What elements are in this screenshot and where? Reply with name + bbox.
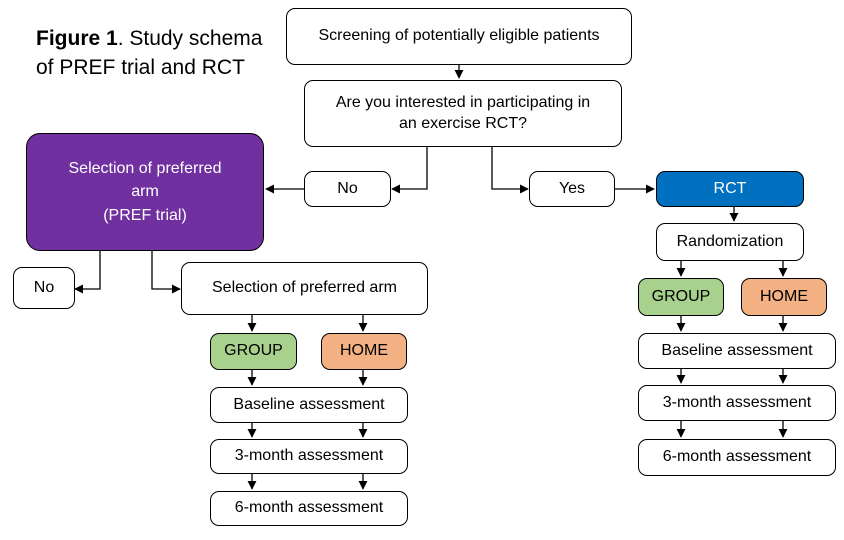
figure-caption: Figure 1. Study schema of PREF trial and… bbox=[36, 24, 286, 83]
pref-no-box: No bbox=[13, 267, 75, 309]
pref-group-label: GROUP bbox=[224, 342, 283, 360]
pref-no-label: No bbox=[33, 278, 55, 296]
figure-title-line1: . Study schema bbox=[117, 27, 263, 50]
pref-group-box: GROUP bbox=[210, 333, 297, 370]
pref-6month-label: 6-month assessment bbox=[234, 499, 384, 517]
pref-trial-line3: (PREF trial) bbox=[103, 206, 187, 224]
rct-home-box: HOME bbox=[741, 278, 827, 316]
rct-box: RCT bbox=[656, 171, 804, 207]
arrow-question-to-yes bbox=[491, 147, 529, 194]
question-box: Are you interested in participating in a… bbox=[304, 80, 622, 147]
pref-select-label: Selection of preferred arm bbox=[212, 279, 397, 297]
rct-baseline-box: Baseline assessment bbox=[638, 333, 836, 369]
pref-baseline-label: Baseline assessment bbox=[233, 395, 385, 413]
rct-home-label: HOME bbox=[760, 287, 808, 305]
question-line2: an exercise RCT? bbox=[398, 114, 528, 132]
pref-select-box: Selection of preferred arm bbox=[181, 262, 428, 315]
pref-3month-box: 3-month assessment bbox=[210, 439, 408, 474]
answer-yes-label: Yes bbox=[558, 179, 586, 197]
screening-label: Screening of potentially eligible patien… bbox=[318, 27, 600, 45]
rct-baseline-label: Baseline assessment bbox=[661, 341, 813, 359]
rct-6month-box: 6-month assessment bbox=[638, 439, 836, 476]
randomization-box: Randomization bbox=[656, 223, 804, 261]
pref-trial-box: Selection of preferred arm (PREF trial) bbox=[26, 133, 264, 251]
pref-trial-line2: arm bbox=[131, 183, 159, 201]
pref-3month-label: 3-month assessment bbox=[234, 447, 384, 465]
answer-yes-box: Yes bbox=[529, 171, 615, 207]
figure-label: Figure 1 bbox=[36, 27, 118, 50]
pref-home-label: HOME bbox=[340, 342, 388, 360]
arrow-question-to-no bbox=[391, 147, 428, 194]
rct-label: RCT bbox=[713, 179, 747, 197]
screening-box: Screening of potentially eligible patien… bbox=[286, 8, 632, 65]
pref-home-box: HOME bbox=[321, 333, 407, 370]
rct-6month-label: 6-month assessment bbox=[662, 448, 812, 466]
rct-group-label: GROUP bbox=[651, 287, 711, 305]
rct-3month-box: 3-month assessment bbox=[638, 385, 836, 421]
rct-group-box: GROUP bbox=[638, 278, 724, 316]
arrow-pref-to-select bbox=[151, 251, 181, 294]
answer-no-label: No bbox=[337, 179, 358, 197]
pref-6month-box: 6-month assessment bbox=[210, 491, 408, 526]
randomization-label: Randomization bbox=[676, 232, 784, 250]
rct-3month-label: 3-month assessment bbox=[662, 393, 812, 411]
pref-trial-line1: Selection of preferred bbox=[68, 160, 222, 178]
figure-title-line2: of PREF trial and RCT bbox=[36, 56, 245, 80]
question-line1: Are you interested in participating in bbox=[335, 93, 591, 111]
pref-baseline-box: Baseline assessment bbox=[210, 387, 408, 423]
arrow-pref-to-no bbox=[74, 251, 101, 294]
answer-no-box: No bbox=[304, 171, 391, 207]
